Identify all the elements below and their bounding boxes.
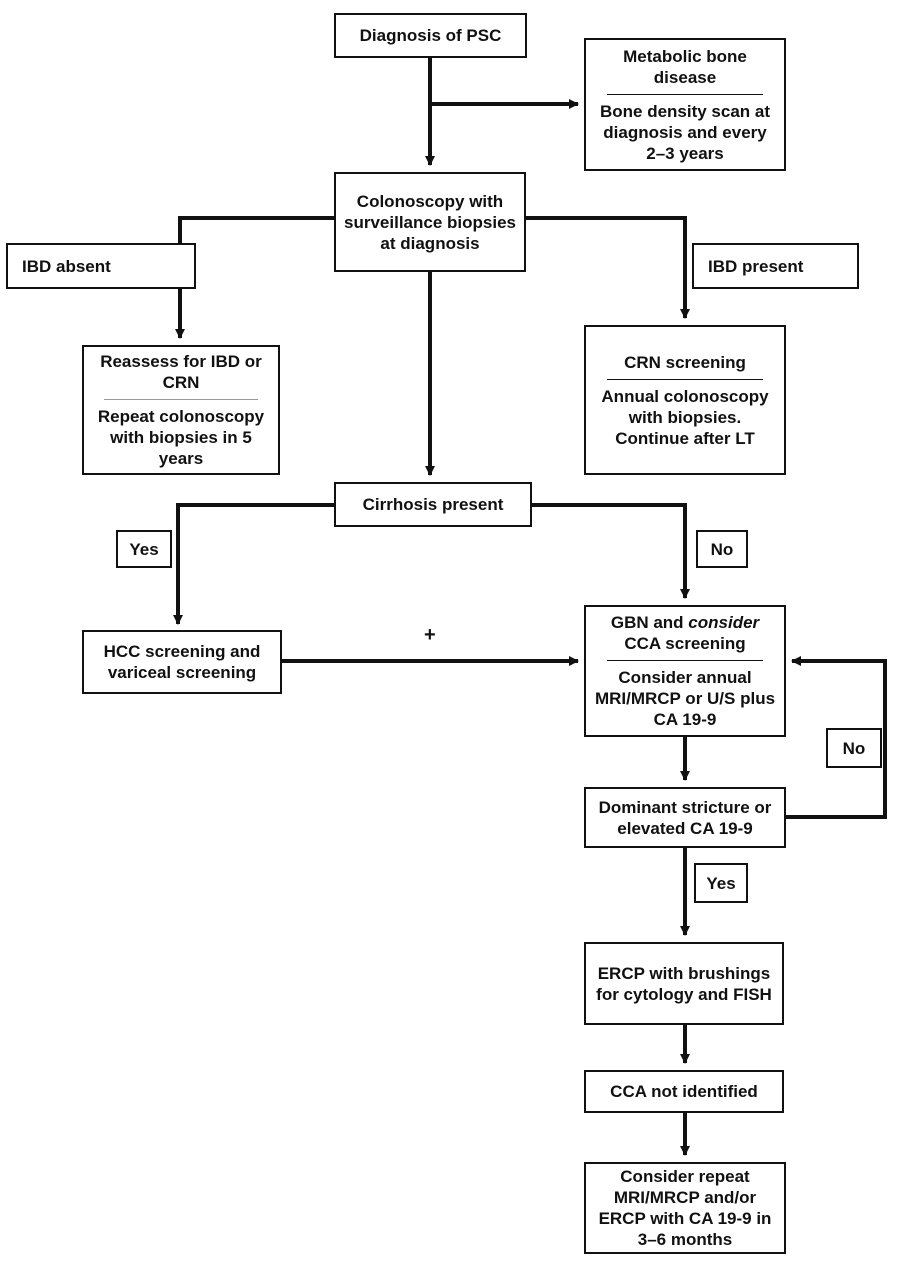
- gbn-title: GBN and consider CCA screening: [594, 612, 776, 654]
- crn-title: CRN screening: [624, 352, 746, 372]
- yes-cirrhosis-label: Yes: [129, 539, 159, 559]
- gbn-divider: [606, 660, 764, 661]
- crn-body: Annual colonoscopy with biopsies. Contin…: [601, 386, 769, 448]
- colonoscopy-label: Colonoscopy with surveillance biopsies a…: [344, 191, 516, 253]
- ercp-box: ERCP with brushings for cytology and FIS…: [584, 942, 784, 1025]
- arrow-to-hcc: [173, 503, 334, 625]
- ibd-present-box: IBD present: [692, 243, 859, 289]
- reassess-body: Repeat colonoscopy with biopsies in 5 ye…: [97, 407, 265, 468]
- diagnosis-psc-label: Diagnosis of PSC: [359, 26, 502, 45]
- repeat-box: Consider repeat MRI/MRCP and/or ERCP wit…: [584, 1162, 786, 1254]
- colonoscopy-box: Colonoscopy with surveillance biopsies a…: [334, 172, 526, 272]
- gbn-title-post: CCA screening: [624, 634, 746, 653]
- reassess-title: Reassess for IBD or CRN: [100, 352, 262, 392]
- yes-dominant-label: Yes: [706, 873, 736, 893]
- ercp-label: ERCP with brushings for cytology and FIS…: [596, 963, 772, 1004]
- ibd-present-label: IBD present: [708, 256, 804, 276]
- arrow-to-crn: [526, 216, 690, 319]
- arrow-loop-no: [786, 656, 887, 819]
- repeat-label: Consider repeat MRI/MRCP and/or ERCP wit…: [598, 1167, 772, 1249]
- gbn-title-em: consider: [688, 613, 760, 632]
- metabolic-bone-divider: [606, 93, 764, 95]
- crn-divider: [606, 378, 764, 380]
- gbn-title-pre: GBN and: [610, 613, 689, 632]
- arrow-to-gbn: [532, 503, 690, 599]
- cca-not-identified-label: CCA not identified: [610, 1082, 758, 1101]
- reassess-divider: [104, 399, 258, 400]
- no-loop-box: No: [826, 728, 882, 768]
- cirrhosis-box: Cirrhosis present: [334, 482, 532, 527]
- dominant-stricture-label: Dominant stricture or elevated CA 19-9: [598, 797, 772, 838]
- gbn-body: Consider annual MRI/MRCP or U/S plus CA …: [594, 668, 776, 729]
- crn-screening-box: CRN screening Annual colonoscopy with bi…: [584, 325, 786, 475]
- ibd-absent-box: IBD absent: [6, 243, 196, 289]
- cirrhosis-label: Cirrhosis present: [362, 495, 504, 514]
- no-cirrhosis-label: No: [710, 539, 734, 559]
- hcc-box: HCC screening and variceal screening: [82, 630, 282, 694]
- gbn-box: GBN and consider CCA screening Consider …: [584, 605, 786, 737]
- plus-sign: +: [424, 624, 436, 646]
- yes-dominant-box: Yes: [694, 863, 748, 903]
- reassess-box: Reassess for IBD or CRN Repeat colonosco…: [82, 345, 280, 475]
- arrow-to-reassess: [175, 216, 334, 339]
- cca-not-identified-box: CCA not identified: [584, 1070, 784, 1113]
- metabolic-bone-box: Metabolic bone disease Bone density scan…: [584, 38, 786, 171]
- hcc-label: HCC screening and variceal screening: [103, 642, 261, 682]
- dominant-stricture-box: Dominant stricture or elevated CA 19-9: [584, 787, 786, 848]
- metabolic-bone-body: Bone density scan at diagnosis and every…: [599, 101, 771, 163]
- metabolic-bone-title: Metabolic bone disease: [623, 46, 747, 87]
- no-loop-label: No: [842, 738, 866, 758]
- no-cirrhosis-box: No: [696, 530, 748, 568]
- yes-cirrhosis-box: Yes: [116, 530, 172, 568]
- diagnosis-psc-box: Diagnosis of PSC: [334, 13, 527, 58]
- ibd-absent-label: IBD absent: [22, 256, 111, 276]
